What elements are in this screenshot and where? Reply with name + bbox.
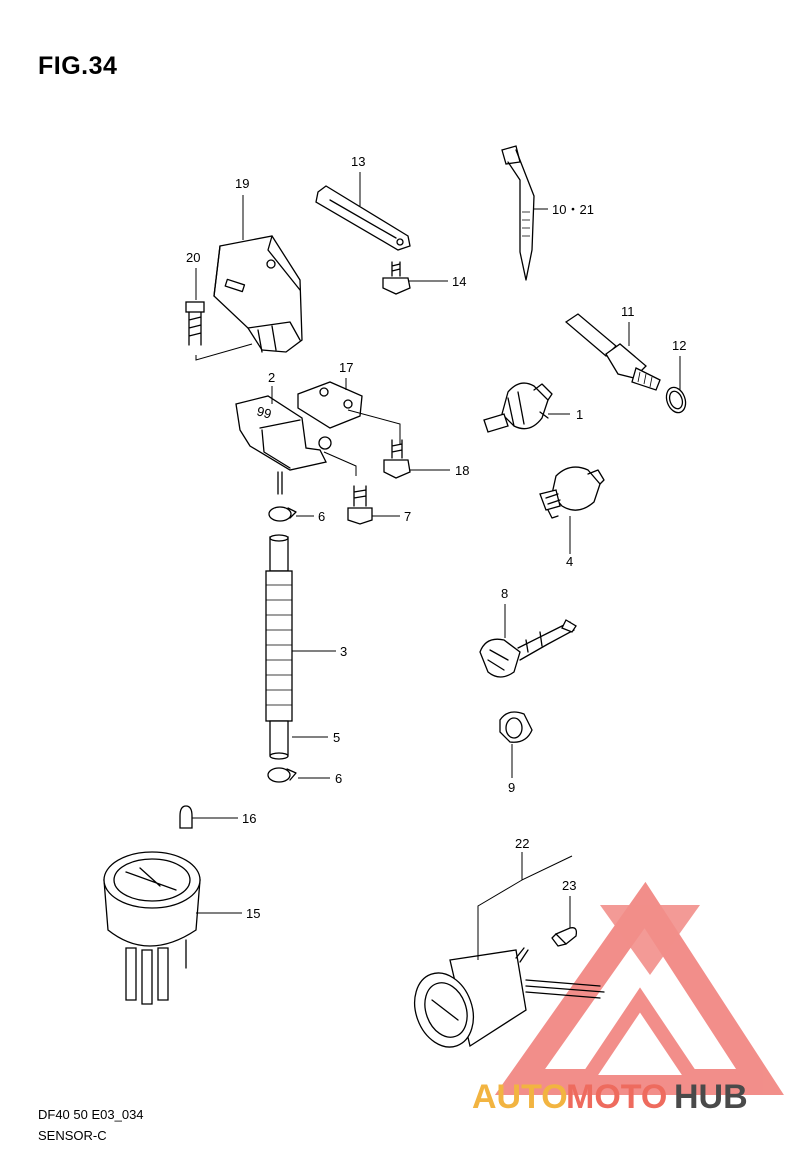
part-18-bolt: [383, 439, 411, 479]
callout-1: 1: [576, 407, 583, 422]
callout-22: 22: [515, 836, 529, 851]
callout-5: 5: [333, 730, 340, 745]
part-13-strap: [315, 185, 411, 251]
part-12-oring: [665, 386, 687, 414]
callout-23: 23: [562, 878, 576, 893]
callout-18: 18: [455, 463, 469, 478]
part-10-21-cable-tie: [501, 145, 535, 281]
part-14-bolt: [382, 261, 411, 295]
part-20-bolt: [185, 301, 253, 361]
callout-17: 17: [339, 360, 353, 375]
callout-9: 9: [508, 780, 515, 795]
callout-15: 15: [246, 906, 260, 921]
part-1-sensor: [483, 382, 553, 433]
callout-12: 12: [672, 338, 686, 353]
part-6-clamp-lower: [267, 767, 297, 783]
figure-title: FIG.34: [38, 52, 118, 80]
callouts: 19 20 13 14 10・21 11 12 2 17 1 18 6 7 4 …: [186, 154, 686, 921]
callout-2: 2: [268, 370, 275, 385]
callout-8: 8: [501, 586, 508, 601]
callout-14: 14: [452, 274, 466, 289]
part-2-sensor: 99: [235, 395, 332, 495]
leader-lines: [192, 172, 681, 960]
part-19-cover: [213, 235, 303, 353]
callout-16: 16: [242, 811, 256, 826]
part-17-bracket: [297, 381, 401, 476]
part-15-gauge: [103, 851, 201, 1005]
callout-10-21: 10・21: [552, 202, 594, 217]
watermark-hub: HUB: [674, 1078, 748, 1116]
part-7-bolt: [347, 485, 373, 525]
footer-diagram-name: SENSOR-C: [38, 1128, 107, 1143]
watermark-moto: MOTO: [566, 1078, 667, 1116]
watermark-logo-icon: [494, 881, 784, 1095]
watermark-text: AUTO MOTO HUB: [472, 1078, 748, 1116]
part-23-bulb: [551, 927, 578, 947]
callout-4: 4: [566, 554, 573, 569]
part-11-sensor: [564, 313, 661, 391]
callout-19: 19: [235, 176, 249, 191]
part-16-bulb: [179, 805, 193, 829]
svg-text:99: 99: [255, 403, 273, 421]
part-6-clamp-upper: [268, 506, 297, 522]
callout-11: 11: [621, 304, 635, 319]
callout-7: 7: [404, 509, 411, 524]
callout-6-lower: 6: [335, 771, 342, 786]
part-3-hose: [265, 534, 293, 722]
part-4-sensor: [539, 466, 605, 519]
callout-6-upper: 6: [318, 509, 325, 524]
callout-3: 3: [340, 644, 347, 659]
watermark-auto: AUTO: [472, 1078, 568, 1116]
part-9-grommet: [499, 711, 533, 743]
part-8-socket: [479, 619, 577, 678]
callout-20: 20: [186, 250, 200, 265]
part-22-gauge: [414, 947, 605, 1048]
callout-13: 13: [351, 154, 365, 169]
footer-diagram-code: DF40 50 E03_034: [38, 1107, 144, 1122]
part-5-pipe: [269, 720, 289, 760]
